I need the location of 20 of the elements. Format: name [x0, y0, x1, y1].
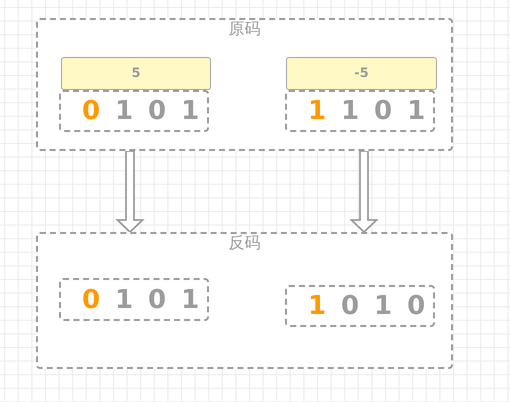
frame-title: 原码: [228, 21, 260, 37]
bit-box: [285, 90, 435, 132]
value-bits: 1 0 1: [114, 98, 200, 124]
sign-bit: 0: [82, 98, 100, 124]
bit-box: [59, 90, 209, 132]
dashed-frame: [36, 18, 453, 151]
sign-bit: 1: [308, 293, 326, 319]
sign-bit: 0: [82, 286, 100, 312]
bit-box: [285, 285, 435, 327]
bit-box: [59, 278, 209, 321]
value-bits: 1 0 1: [340, 98, 426, 124]
value-bits: 0 1 0: [340, 293, 426, 319]
value-header: -5: [286, 57, 437, 90]
down-arrow: [349, 150, 379, 234]
frame-title: 反码: [228, 235, 260, 251]
value-header: 5: [61, 57, 211, 90]
dashed-frame: [36, 232, 453, 369]
value-bits: 1 0 1: [114, 286, 200, 312]
sign-bit: 1: [308, 98, 326, 124]
down-arrow: [115, 150, 145, 234]
